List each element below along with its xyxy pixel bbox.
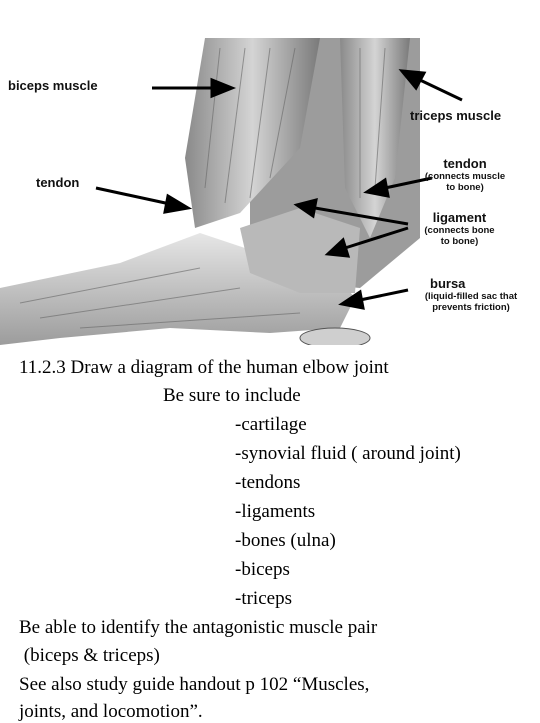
assignment-text: 11.2.3 Draw a diagram of the human elbow… [0,345,540,722]
list-item: -synovial fluid ( around joint) [235,443,461,464]
label-ligament: ligament [432,210,487,225]
triceps-shape [340,38,410,238]
identify-line-1: Be able to identify the antagonistic mus… [19,617,378,638]
see-also-line-2: joints, and locomotion”. [19,701,203,722]
list-item: -biceps [235,559,290,580]
identify-line-2: (biceps & triceps) [19,645,160,666]
joint-shape [240,208,360,293]
see-also-line-1: See also study guide handout p 102 “Musc… [19,674,370,695]
label-biceps: biceps muscle [8,78,98,93]
list-item: -tendons [235,472,301,493]
label-tendon-left: tendon [36,175,80,190]
be-sure-line: Be sure to include [163,385,301,406]
list-item: -ligaments [235,501,316,522]
list-item: -cartilage [235,414,307,435]
label-ligament-sub2: to bone) [440,236,479,247]
label-triceps: triceps muscle [410,108,502,123]
label-bursa-group: bursa (liquid-filled sac that prevents f… [412,276,530,313]
label-tendon-right-sub2: to bone) [446,182,484,193]
label-bursa: bursa [430,276,466,291]
muscle-striations [19,47,386,329]
label-ligament-sub1: (connects bone [424,225,495,236]
pointer-arrows [95,69,463,310]
label-tendon-right-group: tendon (connects muscle to bone) [415,156,515,193]
label-bursa-sub2: prevents friction) [432,302,510,313]
list-item: -triceps [235,588,292,609]
heading: 11.2.3 Draw a diagram of the human elbow… [19,357,389,378]
list-item: -bones (ulna) [235,530,336,551]
label-ligament-group: ligament (connects bone to bone) [412,210,507,247]
label-bursa-sub1: (liquid-filled sac that [424,291,518,302]
elbow-anatomy-figure: biceps muscle triceps muscle tendon tend… [0,38,540,345]
label-tendon-right-sub1: (connects muscle [424,171,506,182]
elbow-illustration [0,38,463,345]
label-tendon-right: tendon [443,156,487,171]
bursa-shape [299,327,371,345]
